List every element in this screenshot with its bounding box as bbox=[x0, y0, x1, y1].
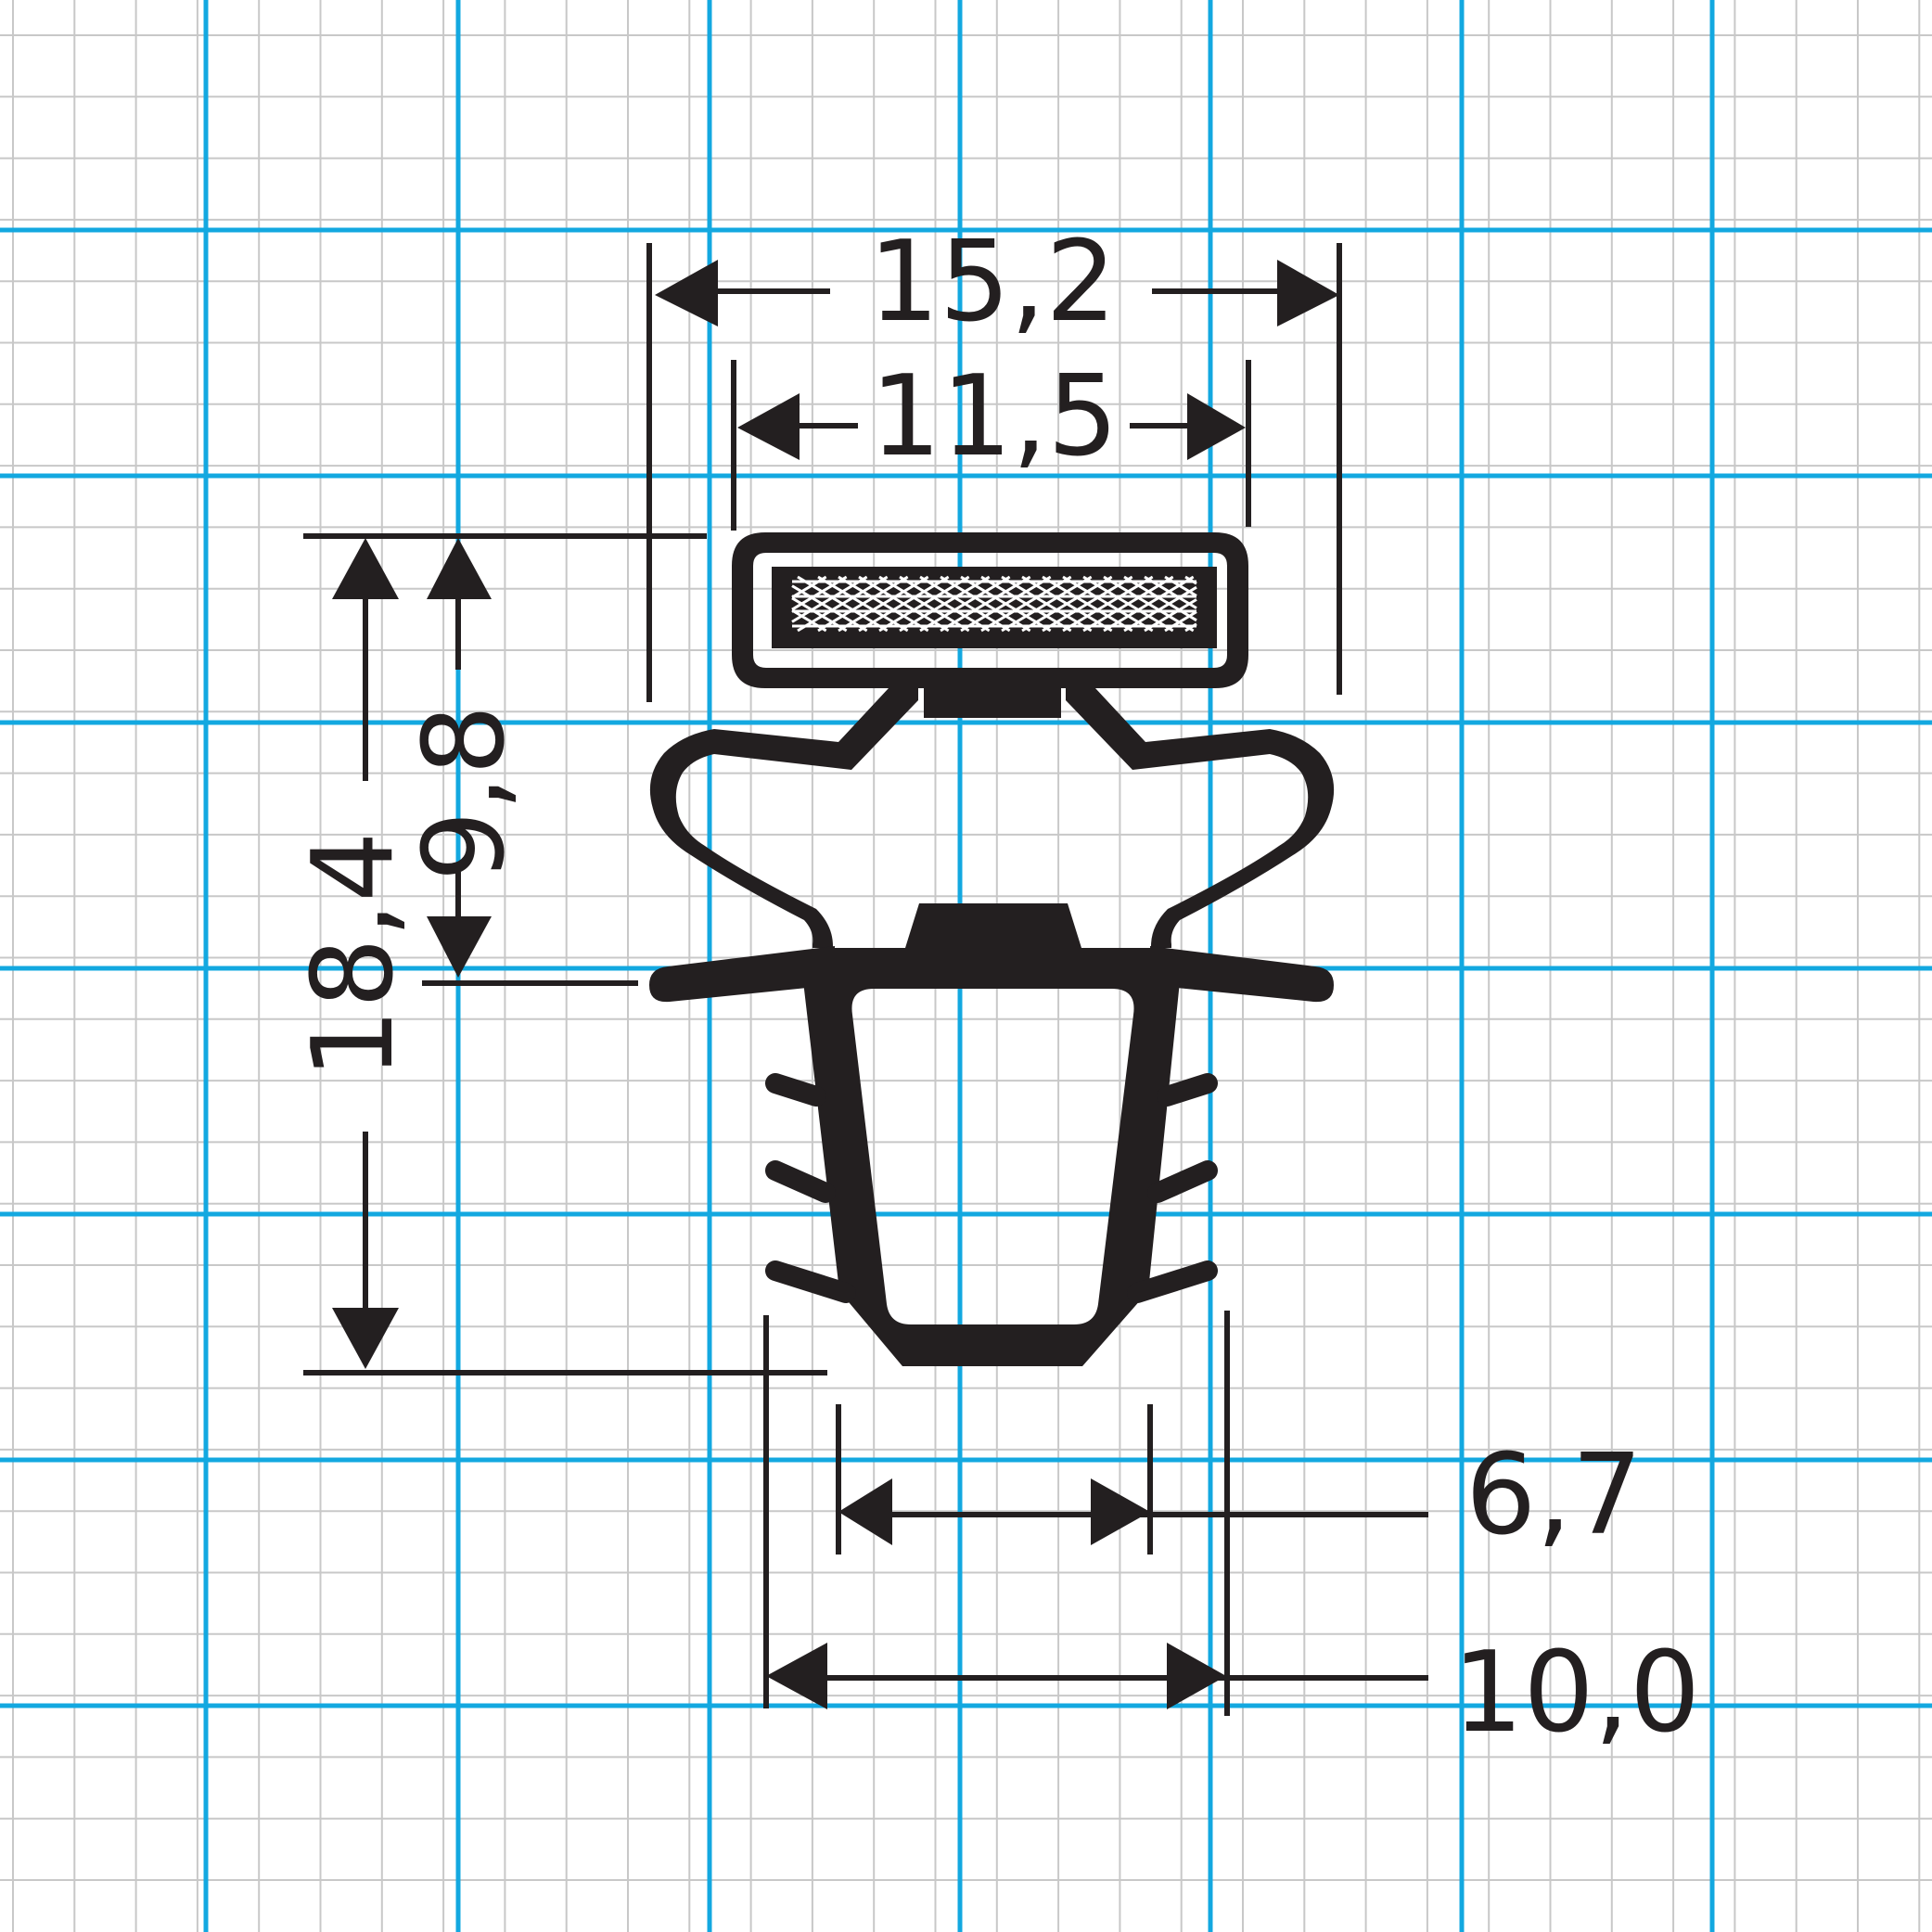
left-barb-2 bbox=[765, 1160, 836, 1203]
label-overall-height: 18,4 bbox=[289, 831, 418, 1079]
right-barb-3 bbox=[1127, 1260, 1218, 1303]
mesh-line bbox=[791, 575, 848, 611]
left-barb-1 bbox=[765, 1073, 826, 1107]
mesh-line bbox=[791, 575, 868, 623]
mesh-line bbox=[1144, 598, 1197, 633]
arrow-9-8-down bbox=[427, 916, 492, 978]
left-wing bbox=[649, 946, 835, 1003]
left-barb-3 bbox=[765, 1260, 856, 1303]
barbs bbox=[765, 1073, 1218, 1303]
label-outer-foot-width: 10,0 bbox=[1452, 1629, 1700, 1758]
arrowheads bbox=[332, 260, 1339, 1709]
foot-body bbox=[803, 981, 1180, 1366]
mesh-line bbox=[1164, 575, 1197, 597]
mesh-line bbox=[1164, 610, 1197, 633]
mesh-line bbox=[791, 575, 827, 599]
arrow-9-8-up bbox=[427, 538, 492, 599]
arrow-6-7-right bbox=[1091, 1478, 1150, 1545]
mesh-line bbox=[791, 584, 868, 633]
bellows bbox=[649, 688, 1335, 948]
arrow-10-0-left bbox=[766, 1643, 827, 1709]
right-barb-2 bbox=[1147, 1160, 1218, 1203]
arrow-11-5-left bbox=[737, 393, 800, 460]
body-top-lip bbox=[835, 903, 1150, 983]
seal-profile bbox=[649, 532, 1335, 1366]
dimension-lines bbox=[303, 243, 1428, 1716]
mesh-line bbox=[1123, 585, 1197, 633]
magnet-housing bbox=[732, 532, 1248, 688]
mesh-line bbox=[1184, 622, 1197, 633]
label-magnet-to-wings: 9,8 bbox=[401, 705, 530, 882]
arrow-18-4-down bbox=[332, 1308, 399, 1369]
arrow-15-2-right bbox=[1277, 260, 1339, 326]
arrow-10-0-right bbox=[1167, 1643, 1226, 1709]
arrow-11-5-right bbox=[1187, 393, 1246, 460]
magnet-mesh-diagonals bbox=[791, 575, 1197, 633]
mesh-line bbox=[791, 608, 827, 633]
arrow-6-7-left bbox=[838, 1478, 892, 1545]
housing-stem bbox=[924, 686, 1061, 718]
mesh-line bbox=[1144, 575, 1197, 609]
label-magnet-width: 11,5 bbox=[870, 352, 1118, 481]
label-overall-width: 15,2 bbox=[868, 218, 1116, 347]
mesh-line bbox=[1184, 575, 1197, 585]
mesh-line bbox=[1123, 575, 1197, 622]
right-barb-1 bbox=[1157, 1073, 1218, 1107]
arrow-18-4-up bbox=[332, 538, 399, 599]
right-wing bbox=[1150, 946, 1334, 1003]
arrow-15-2-left bbox=[655, 260, 718, 326]
label-inner-foot-width: 6,7 bbox=[1465, 1431, 1643, 1560]
